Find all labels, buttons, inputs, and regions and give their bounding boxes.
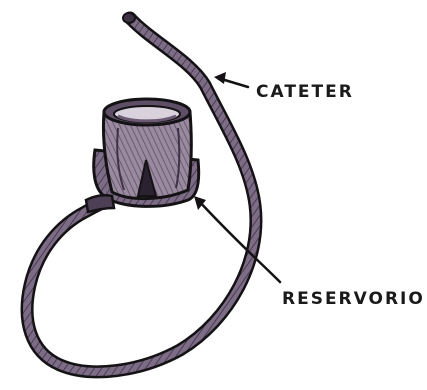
catheter-pointer-head xyxy=(214,72,226,84)
reservoir-port xyxy=(86,99,199,212)
reservoir-pointer-line xyxy=(198,200,280,282)
reservoir-connector xyxy=(86,195,114,212)
reservoir-label: RESERVORIO xyxy=(282,289,425,309)
catheter-pointer xyxy=(214,72,248,87)
reservoir-pointer xyxy=(194,196,280,282)
catheter-label: CATETER xyxy=(256,82,354,102)
catheter-tip xyxy=(123,13,135,23)
